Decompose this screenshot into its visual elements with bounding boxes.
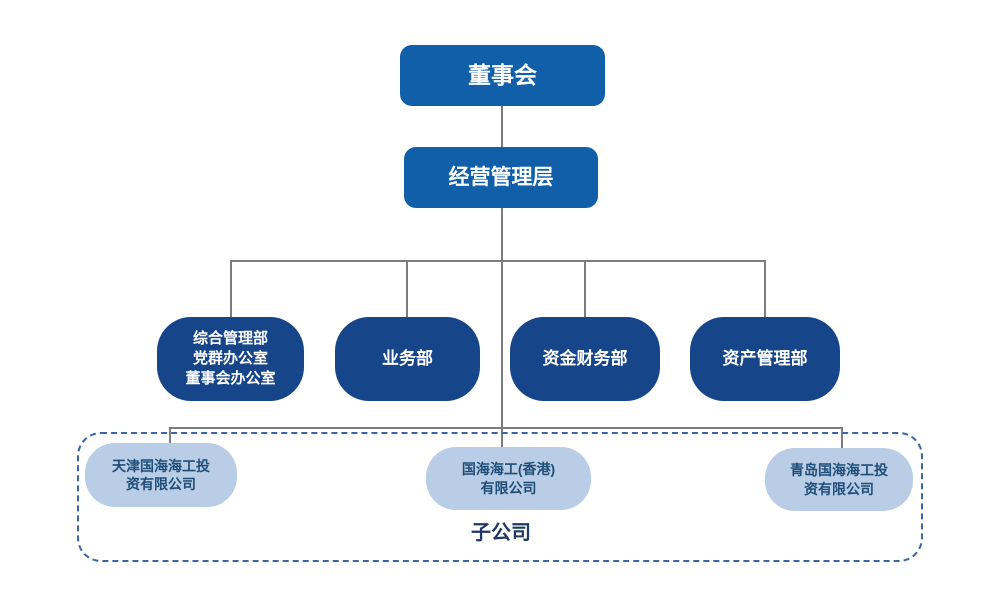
node-subsidiary-tianjin-label: 天津国海海工投 资有限公司 — [112, 457, 210, 492]
node-board-of-directors: 董事会 — [400, 45, 605, 106]
node-dept-general-admin: 综合管理部 党群办公室 董事会办公室 — [157, 317, 304, 401]
node-dept-treasury-finance: 资金财务部 — [510, 317, 660, 401]
connector-management-trunk — [501, 207, 503, 450]
node-dept-asset-management: 资产管理部 — [690, 317, 840, 401]
connector-department-bus — [230, 260, 766, 262]
node-subsidiary-qingdao: 青岛国海海工投 资有限公司 — [765, 448, 913, 511]
node-dept-general-admin-label: 综合管理部 党群办公室 董事会办公室 — [185, 330, 276, 387]
node-management-layer-label: 经营管理层 — [448, 165, 554, 189]
connector-subsidiary-bus — [169, 427, 843, 429]
node-dept-asset-management-label: 资产管理部 — [722, 348, 808, 368]
node-subsidiary-hongkong-label: 国海海工(香港) 有限公司 — [461, 461, 556, 496]
node-dept-business: 业务部 — [335, 317, 480, 401]
node-management-layer: 经营管理层 — [404, 147, 598, 208]
connector-drop-dept-3 — [584, 260, 586, 318]
connector-drop-subsidiary-3 — [841, 427, 843, 453]
node-subsidiary-hongkong: 国海海工(香港) 有限公司 — [426, 447, 591, 510]
connector-drop-dept-1 — [230, 260, 232, 318]
connector-drop-subsidiary-1 — [169, 427, 171, 447]
node-dept-treasury-finance-label: 资金财务部 — [542, 348, 628, 368]
node-subsidiary-tianjin: 天津国海海工投 资有限公司 — [85, 443, 237, 507]
connector-drop-dept-2 — [406, 260, 408, 318]
node-subsidiary-qingdao-label: 青岛国海海工投 资有限公司 — [790, 462, 888, 497]
connector-board-management — [501, 105, 503, 148]
subsidiary-group-label: 子公司 — [471, 522, 531, 544]
connector-drop-dept-4 — [764, 260, 766, 318]
node-dept-business-label: 业务部 — [382, 348, 433, 368]
node-board-of-directors-label: 董事会 — [468, 62, 537, 89]
subsidiary-group-frame — [77, 432, 923, 562]
